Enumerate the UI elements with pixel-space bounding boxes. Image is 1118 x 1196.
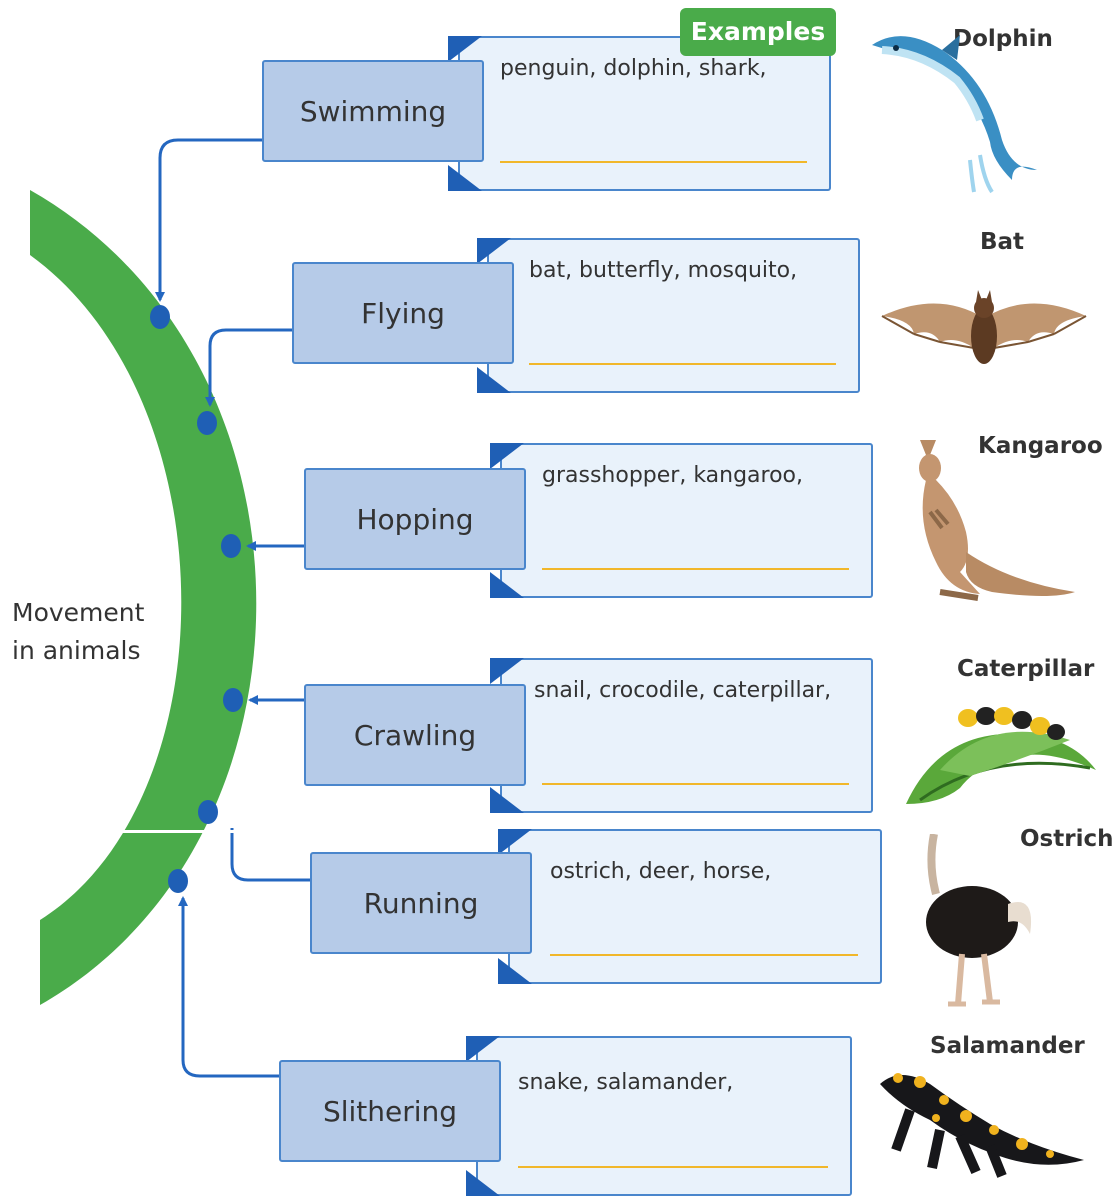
category-hopping: Hopping [304, 468, 526, 570]
examples-panel-slithering: snake, salamander, [466, 1036, 852, 1196]
category-flying: Flying [292, 262, 514, 364]
dolphin-image [872, 35, 1037, 194]
node-slithering [168, 869, 188, 893]
category-slithering: Slithering [279, 1060, 501, 1162]
connector-swimming [155, 138, 262, 302]
kangaroo-image [919, 440, 1075, 601]
center-label: Movement in animals [12, 598, 145, 665]
examples-text: grasshopper, kangaroo, [542, 463, 804, 488]
animal-name-salamander: Salamander [930, 1033, 1085, 1059]
caterpillar-image [906, 707, 1096, 804]
node-swimming [150, 305, 170, 329]
examples-text: penguin, dolphin, shark, [500, 56, 767, 81]
animal-name-kangaroo: Kangaroo [978, 433, 1103, 459]
examples-panel-crawling: snail, crocodile, caterpillar, [490, 658, 873, 813]
animal-name-ostrich: Ostrich [1020, 826, 1114, 852]
animal-name-dolphin: Dolphin [953, 26, 1053, 52]
answer-line[interactable] [542, 783, 849, 785]
category-running: Running [310, 852, 532, 954]
answer-line[interactable] [518, 1166, 828, 1168]
answer-line[interactable] [542, 568, 849, 570]
category-swimming: Swimming [262, 60, 484, 162]
node-flying [197, 411, 217, 435]
bat-image [881, 290, 1087, 364]
examples-text: snake, salamander, [518, 1070, 734, 1095]
central-arc [30, 190, 257, 1005]
examples-text: bat, butterfly, mosquito, [529, 258, 798, 283]
examples-panel-swimming: penguin, dolphin, shark, [448, 36, 831, 191]
node-running [198, 800, 218, 824]
node-crawling [223, 688, 243, 712]
ostrich-image [926, 834, 1032, 1007]
examples-text: snail, crocodile, caterpillar, [534, 678, 832, 703]
answer-line[interactable] [550, 954, 858, 956]
salamander-image [880, 1073, 1084, 1178]
examples-text: ostrich, deer, horse, [550, 859, 772, 884]
examples-panel-flying: bat, butterfly, mosquito, [477, 238, 860, 393]
examples-panel-hopping: grasshopper, kangaroo, [490, 443, 873, 598]
connector-running [230, 828, 310, 882]
category-crawling: Crawling [304, 684, 526, 786]
examples-panel-running: ostrich, deer, horse, [498, 829, 882, 984]
animal-name-bat: Bat [980, 229, 1025, 255]
connector-slithering [178, 896, 280, 1078]
answer-line[interactable] [500, 161, 807, 163]
animal-name-caterpillar: Caterpillar [957, 656, 1095, 682]
connector-flying [205, 328, 292, 407]
examples-tag: Examples [680, 8, 836, 56]
answer-line[interactable] [529, 363, 836, 365]
node-hopping [221, 534, 241, 558]
